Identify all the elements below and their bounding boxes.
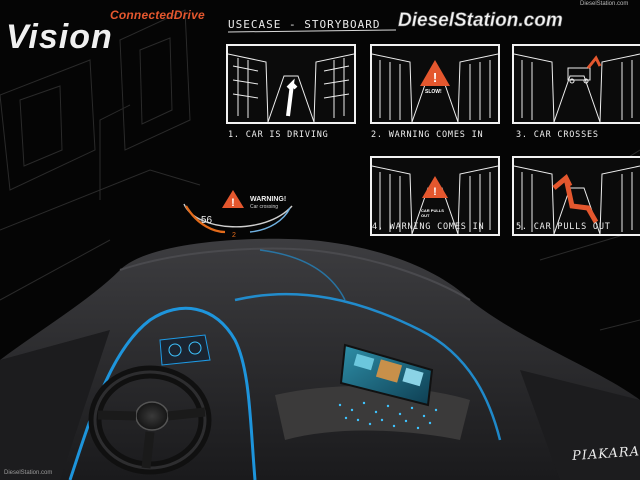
- brand-subtitle: ConnectedDrive: [110, 8, 205, 22]
- panel-4-sign-text: CAR PULLS OUT: [421, 208, 444, 218]
- svg-text:!: !: [433, 70, 437, 85]
- hud-warning-icon: [222, 190, 244, 208]
- panel-1-caption: 1. CAR IS DRIVING: [228, 130, 329, 140]
- panel-5-caption: 5. CAR PULLS OUT: [516, 222, 611, 232]
- storyboard-panel-1: [226, 44, 356, 124]
- storyboard-title: USECASE - STORYBOARD: [228, 18, 381, 31]
- brand-title: Vision: [6, 18, 113, 56]
- storyboard-panel-4: !: [370, 156, 500, 236]
- svg-text:!: !: [231, 197, 235, 209]
- panel-3-caption: 3. CAR CROSSES: [516, 130, 599, 140]
- storyboard-panel-2: !: [370, 44, 500, 124]
- panel-4-caption: 4. WARNING COMES IN: [372, 222, 485, 232]
- panel-2-sign-text: SLOW!: [425, 89, 442, 95]
- hud-warning-subtitle: Car crossing: [250, 204, 279, 210]
- site-watermark-bottom: DieselStation.com: [4, 470, 53, 476]
- site-logo: DieselStation.com: [398, 10, 563, 32]
- hud-warning-title: WARNING!: [250, 196, 287, 203]
- hud-number: 2: [232, 232, 236, 239]
- panel-2-warning-icon: [420, 60, 450, 86]
- steering-wheel: [88, 365, 212, 475]
- svg-text:!: !: [433, 186, 437, 198]
- panel-4-warning-icon: [422, 176, 448, 198]
- hud-speed: 56: [201, 215, 213, 226]
- panel-2-caption: 2. WARNING COMES IN: [371, 130, 484, 140]
- site-watermark-top: DieselStation.com: [580, 1, 629, 7]
- hud-display: !: [183, 190, 293, 234]
- storyboard-panel-5: [512, 156, 640, 236]
- storyboard-panel-3: [512, 44, 640, 124]
